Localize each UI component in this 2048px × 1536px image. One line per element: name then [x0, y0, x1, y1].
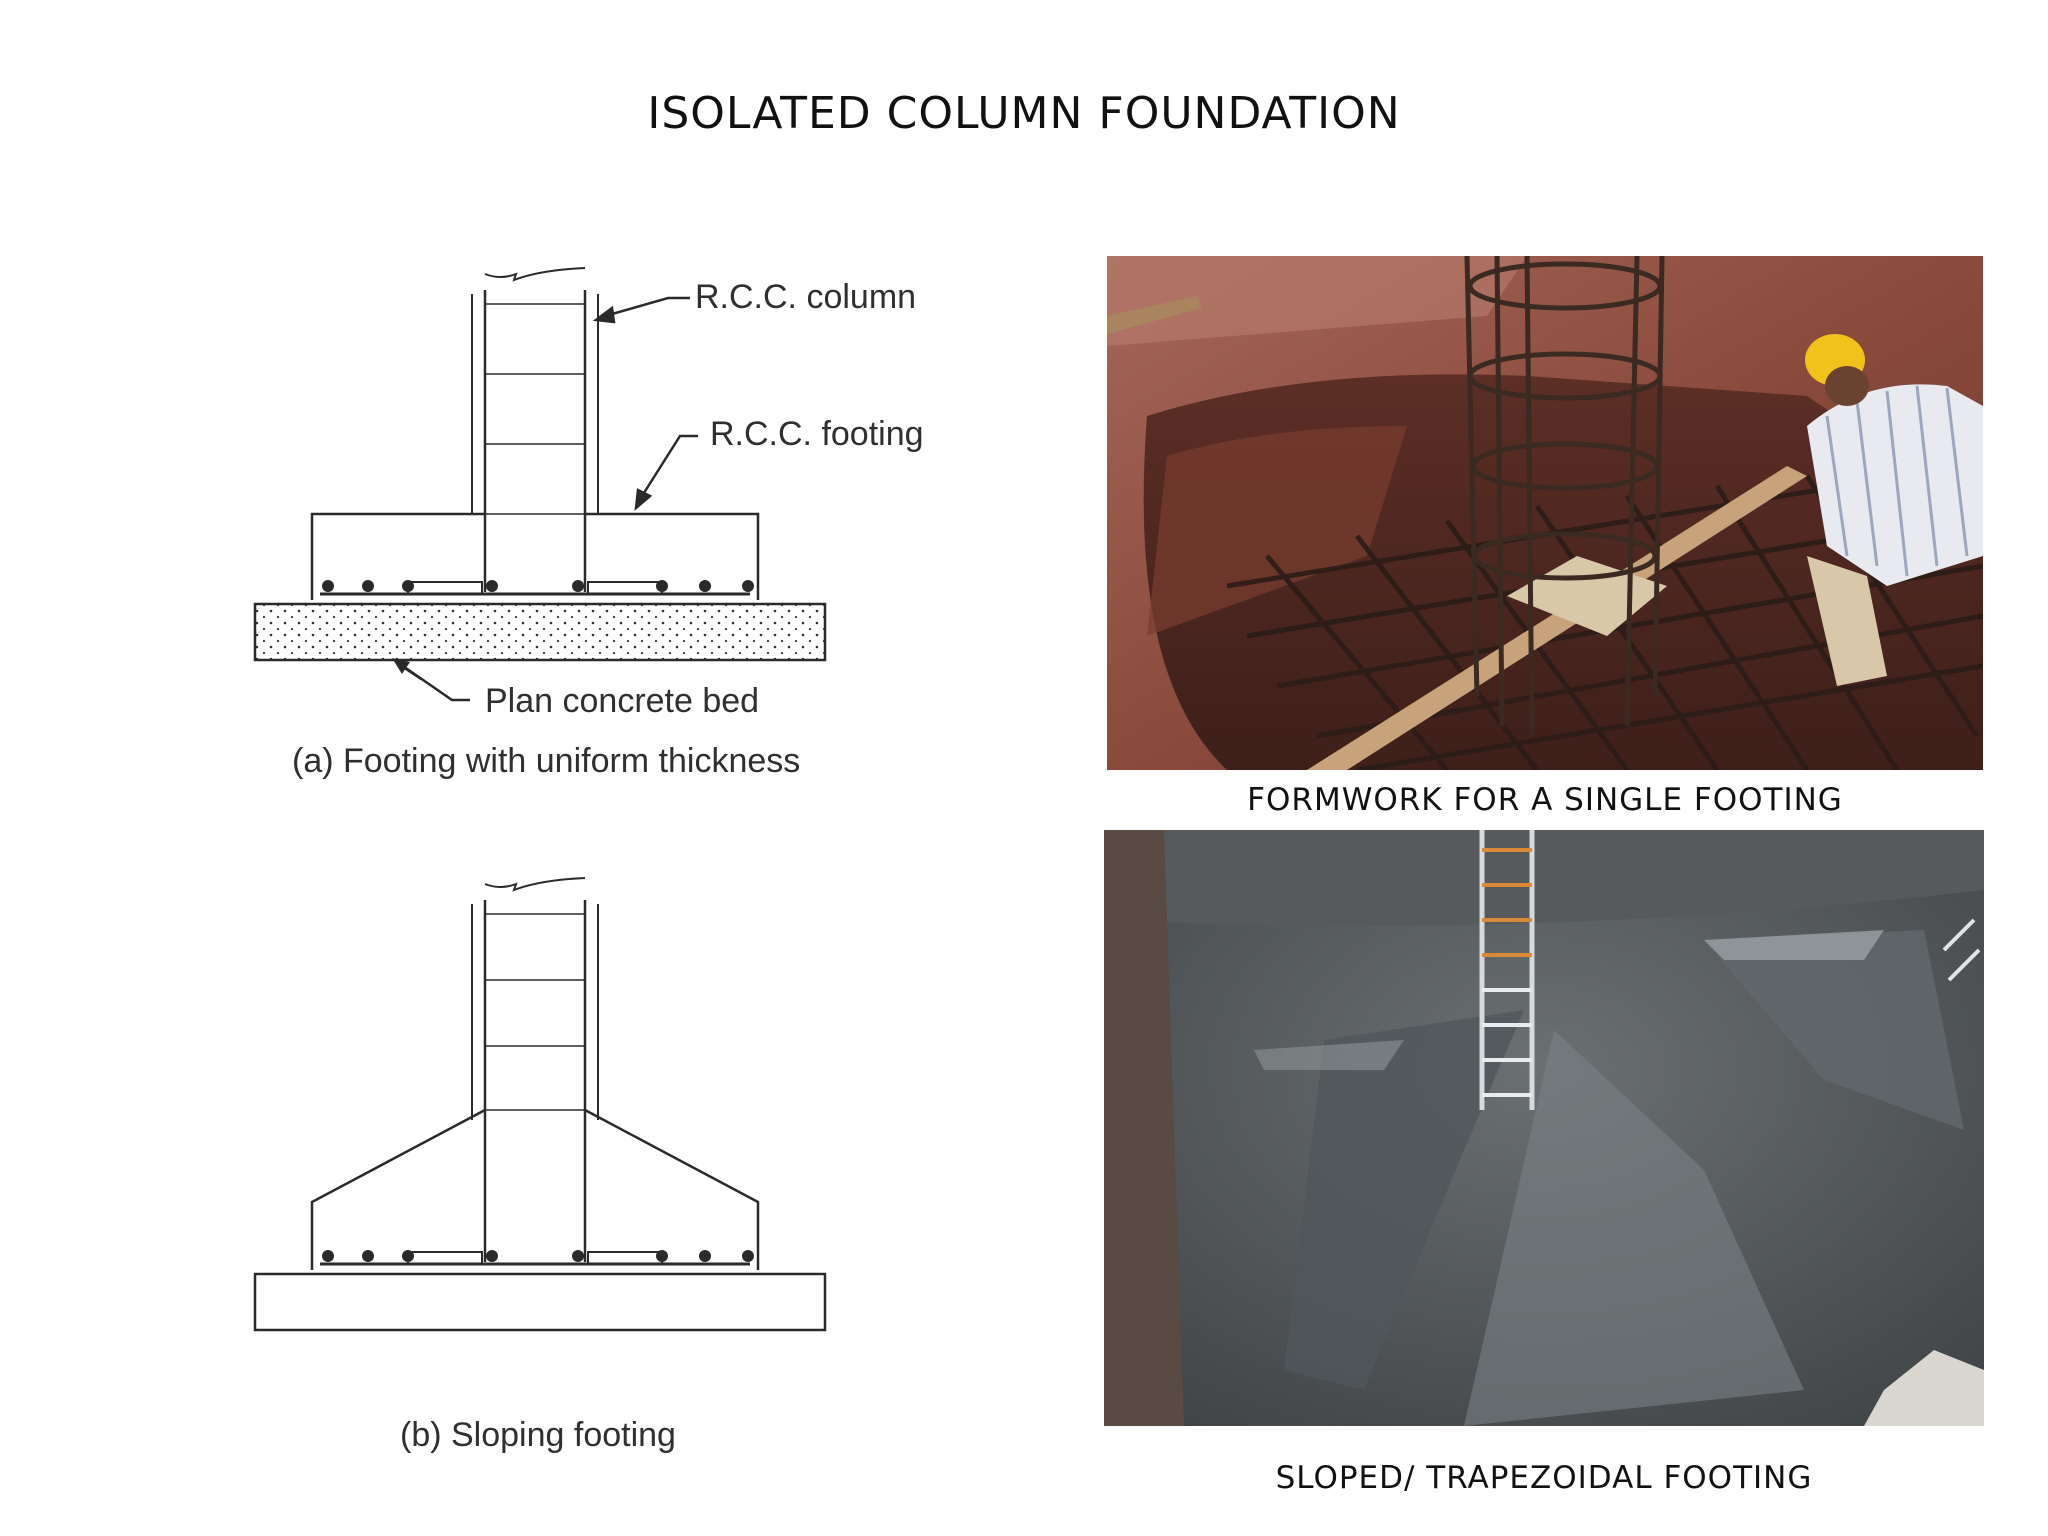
sloping-footing-diagram: [253, 877, 827, 1332]
reinforcement: [320, 1250, 754, 1266]
footing-reinforcement: [320, 580, 754, 596]
label-rcc-footing: R.C.C. footing: [710, 415, 924, 453]
bed-arrow: [392, 658, 470, 702]
uniform-footing-diagram: [253, 267, 827, 680]
caption-sloped-footing: SLOPED/ TRAPEZOIDAL FOOTING: [1275, 1460, 1813, 1496]
caption-uniform-footing: (a) Footing with uniform thickness: [292, 742, 801, 780]
plain-concrete-bed: [253, 602, 827, 662]
slide-title: ISOLATED COLUMN FOUNDATION: [647, 88, 1401, 139]
rcc-column: [471, 267, 599, 592]
sloped-footing-photo: [1104, 830, 1984, 1426]
column-rebar: [1479, 830, 1535, 1110]
label-plain-concrete-bed: Plan concrete bed: [485, 682, 760, 720]
worker-figure: [1805, 334, 1983, 686]
sloping-footing: [310, 1108, 760, 1270]
formwork-photo: [1107, 256, 1983, 770]
label-arrows: [399, 296, 698, 680]
rcc-footing: [310, 512, 760, 600]
column: [471, 877, 599, 1262]
caption-formwork: FORMWORK FOR A SINGLE FOOTING: [1247, 782, 1843, 818]
concrete-bed: [253, 1272, 827, 1332]
caption-sloping-footing: (b) Sloping footing: [400, 1416, 676, 1454]
label-rcc-column: R.C.C. column: [695, 278, 917, 316]
